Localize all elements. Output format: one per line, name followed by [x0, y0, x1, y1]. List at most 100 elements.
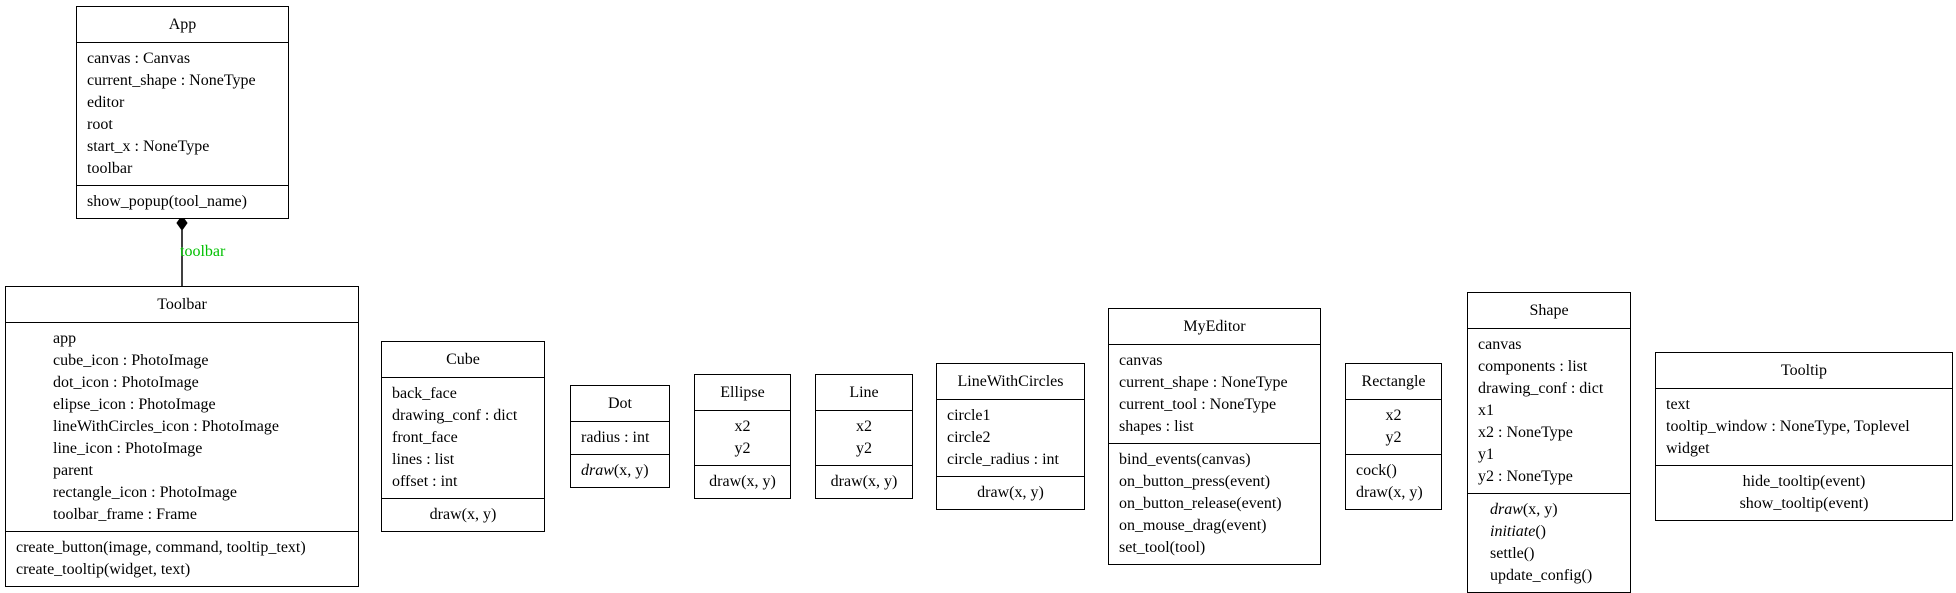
class-method: on_mouse_drag(event): [1119, 515, 1310, 537]
method-list: draw(x, y): [816, 466, 912, 498]
class-title: Dot: [571, 386, 669, 422]
class-attribute: y1: [1478, 446, 1494, 463]
class-attribute: lineWithCircles_icon : PhotoImage: [53, 418, 279, 435]
class-method: on_button_release(event): [1119, 493, 1310, 515]
class-attribute: circle2: [947, 429, 991, 446]
class-method: hide_tooltip(event): [1666, 471, 1942, 493]
method-name: show_tooltip: [1739, 495, 1824, 512]
class-attribute: parent: [53, 462, 93, 479]
method-args: (x, y): [741, 473, 776, 490]
method-args: (x, y): [1387, 484, 1423, 501]
class-box[interactable]: Dot radius : int draw(x, y): [570, 385, 670, 488]
method-args: (event): [1224, 473, 1271, 490]
class-attribute: tooltip_window : NoneType, Toplevel: [1666, 418, 1910, 435]
class-attribute: drawing_conf : dict: [1478, 380, 1604, 397]
method-list: create_button(image, command, tooltip_te…: [6, 532, 358, 586]
class-method: bind_events(canvas): [1119, 449, 1310, 471]
class-attribute: radius : int: [581, 429, 650, 446]
class-method: draw(x, y): [1490, 499, 1620, 521]
method-name: create_button: [16, 539, 104, 556]
method-list: draw(x, y): [937, 477, 1084, 509]
class-title: MyEditor: [1109, 309, 1320, 345]
class-title: Cube: [382, 342, 544, 378]
method-name: initiate: [1490, 523, 1536, 540]
method-list: bind_events(canvas)on_button_press(event…: [1109, 444, 1320, 564]
class-attribute: current_shape : NoneType: [87, 72, 256, 89]
class-method: update_config(): [1490, 565, 1620, 587]
class-attribute: rectangle_icon : PhotoImage: [53, 484, 237, 501]
method-args: (event): [1236, 495, 1282, 512]
method-name: on_button_press: [1119, 473, 1225, 490]
method-list: hide_tooltip(event)show_tooltip(event): [1656, 466, 1952, 520]
class-attribute: editor: [87, 94, 125, 111]
method-name: hide_tooltip: [1742, 473, 1820, 490]
method-name: create_tooltip: [16, 561, 104, 578]
method-args: (event): [1221, 517, 1267, 534]
class-attribute: canvas: [1478, 336, 1522, 353]
class-attribute: toolbar_frame : Frame: [53, 506, 197, 523]
composition-diamond: [176, 215, 188, 231]
class-title: Line: [816, 375, 912, 411]
class-attribute: lines : list: [392, 451, 455, 468]
class-title: Rectangle: [1346, 364, 1441, 400]
class-method: draw(x, y): [392, 504, 534, 526]
class-attribute: text: [1666, 396, 1690, 413]
method-name: draw: [977, 484, 1010, 501]
class-attribute: current_shape : NoneType: [1119, 374, 1288, 391]
method-args: (event): [1823, 495, 1869, 512]
method-args: (x, y): [1009, 484, 1044, 501]
class-attribute: circle_radius : int: [947, 451, 1059, 468]
class-method: draw(x, y): [581, 460, 659, 482]
method-args: (tool_name): [168, 193, 247, 210]
class-attribute: toolbar: [87, 160, 133, 177]
class-method: create_button(image, command, tooltip_te…: [16, 537, 348, 559]
method-name: draw: [429, 506, 462, 523]
class-attribute: drawing_conf : dict: [392, 407, 518, 424]
class-method: settle(): [1490, 543, 1620, 565]
class-attribute: x2: [734, 418, 751, 435]
class-title: Tooltip: [1656, 353, 1952, 389]
class-attribute: cube_icon : PhotoImage: [53, 352, 209, 369]
method-args: (tool): [1169, 539, 1206, 556]
class-attribute: y2: [856, 440, 872, 457]
method-args: (image, command, tooltip_text): [103, 539, 306, 556]
method-list: draw(x, y)initiate()settle()update_confi…: [1468, 494, 1630, 592]
class-method: draw(x, y): [1356, 482, 1431, 504]
method-name: update_config: [1490, 567, 1582, 584]
method-name: settle: [1490, 545, 1524, 562]
method-name: bind_events: [1119, 451, 1197, 468]
class-method: create_tooltip(widget, text): [16, 559, 348, 581]
class-title: LineWithCircles: [937, 364, 1084, 400]
class-title: Ellipse: [695, 375, 790, 411]
class-attribute: root: [87, 116, 113, 133]
method-name: on_button_release: [1119, 495, 1237, 512]
class-title: Toolbar: [6, 287, 358, 323]
method-list: cock()draw(x, y): [1346, 455, 1441, 509]
method-name: draw: [1356, 484, 1388, 501]
class-box[interactable]: Tooltip text tooltip_window : NoneType, T…: [1655, 352, 1953, 521]
class-method: show_tooltip(event): [1666, 493, 1942, 515]
class-attribute: x2: [856, 418, 872, 435]
class-attribute: shapes : list: [1119, 418, 1194, 435]
attribute-list: canvas components : list drawing_conf : di…: [1468, 329, 1630, 494]
class-method: draw(x, y): [947, 482, 1074, 504]
attribute-list: radius : int: [571, 422, 669, 455]
class-attribute: components : list: [1478, 358, 1588, 375]
method-args: (): [1523, 545, 1535, 562]
class-attribute: widget: [1666, 440, 1710, 457]
